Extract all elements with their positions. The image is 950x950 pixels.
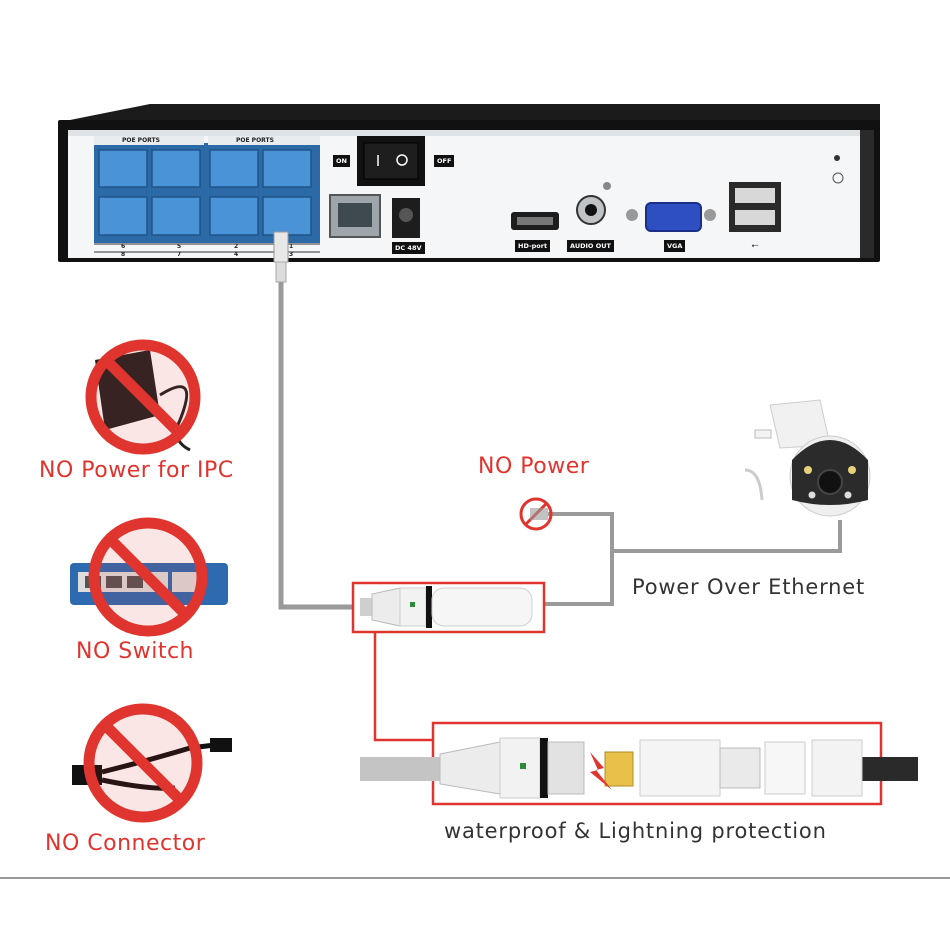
port-num: 8: [121, 251, 126, 258]
no-power-label: NO Power: [478, 454, 590, 479]
port-num: 3: [289, 251, 294, 258]
poe-ports-label-2: POE PORTS: [236, 137, 274, 144]
usb-icon: ⭠: [751, 241, 758, 251]
no-connector-label: NO Connector: [45, 831, 206, 856]
forbidden-sign-icon: [88, 517, 208, 637]
connector-box: [351, 581, 546, 634]
switch-on-label: ON: [333, 155, 350, 167]
port-num: 7: [177, 251, 182, 258]
vga-label: VGA: [664, 240, 686, 252]
forbidden-sign-icon: [83, 703, 203, 823]
port-num: 6: [121, 243, 126, 250]
port-num: 1: [289, 243, 294, 250]
nvr-rear-panel: ⭠: [58, 104, 880, 262]
poe-label: Power Over Ethernet: [632, 575, 866, 599]
port-num: 4: [234, 251, 239, 258]
ptz-camera-icon: [744, 399, 871, 517]
dc-label: DC 48V: [392, 242, 425, 254]
audio-out-label: AUDIO OUT: [567, 240, 614, 252]
switch-off-label: OFF: [434, 155, 455, 167]
poe-connector: [360, 586, 533, 628]
hdmi-label: HD-port: [515, 240, 551, 252]
no-power-ipc-label: NO Power for IPC: [39, 458, 234, 483]
port-num: 2: [234, 243, 239, 250]
poe-ports-label-1: POE PORTS: [122, 137, 160, 144]
waterproof-connector: [439, 737, 863, 799]
poe-ports: [98, 149, 312, 236]
no-switch-label: NO Switch: [76, 639, 195, 664]
port-num: 5: [177, 243, 182, 250]
forbidden-sign-icon: [85, 339, 201, 455]
waterproof-label: waterproof & Lightning protection: [444, 819, 827, 843]
